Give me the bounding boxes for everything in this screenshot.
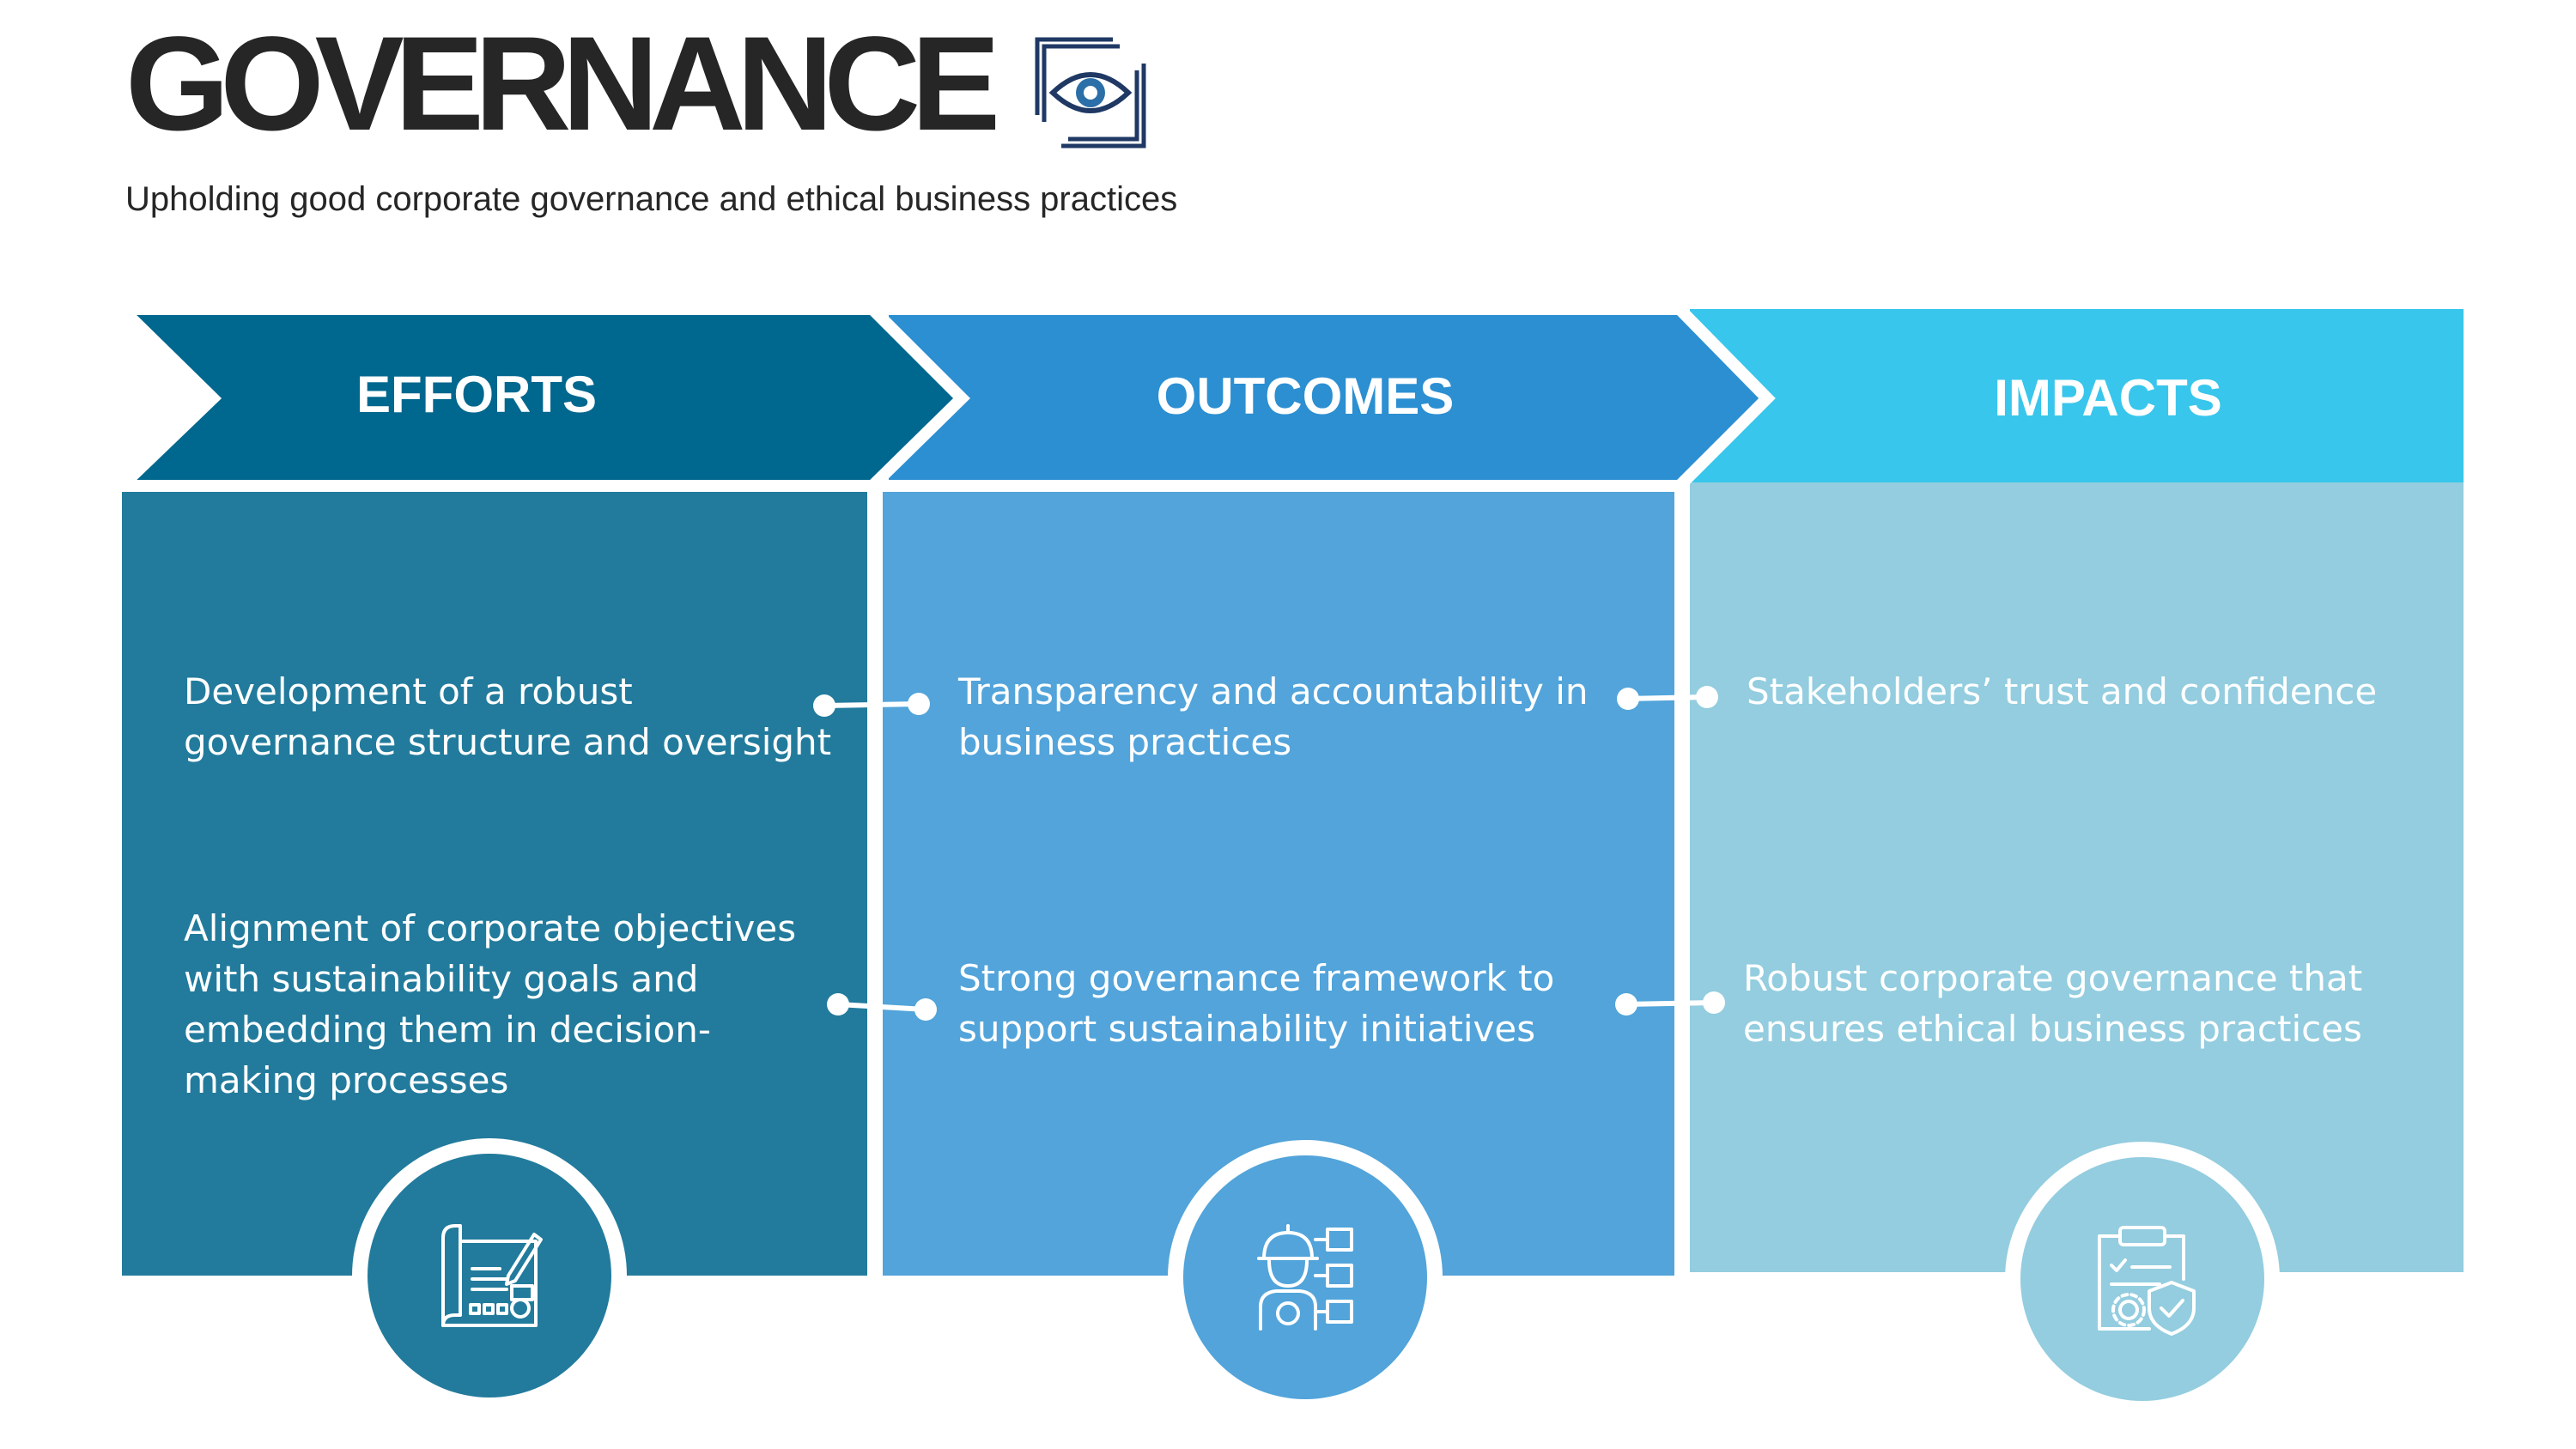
page-subtitle: Upholding good corporate governance and …: [125, 180, 1178, 218]
worker-tasks-icon: [1257, 1224, 1353, 1331]
impacts-icon-circle: [2020, 1157, 2264, 1401]
efforts-item-2: Alignment of corporate objectives with s…: [184, 907, 797, 1101]
connector-efforts-outcomes-2: [827, 993, 937, 1021]
outcomes-icon-circle: [1183, 1155, 1427, 1399]
connector-efforts-outcomes-1: [813, 693, 930, 717]
efforts-icon-circle: [368, 1154, 611, 1397]
outcomes-item-1: Transparency and accountability in busin…: [958, 670, 1589, 763]
impacts-panel: [1690, 482, 2464, 1272]
heading-impacts: IMPACTS: [1994, 369, 2222, 427]
impacts-item-2: Robust corporate governance that ensures…: [1743, 957, 2363, 1050]
clipboard-shield-icon: [2098, 1226, 2196, 1336]
impacts-item-1: Stakeholders’ trust and confidence: [1747, 670, 2378, 712]
heading-outcomes: OUTCOMES: [1156, 367, 1455, 425]
page-title: GOVERNANCE: [125, 9, 1000, 159]
impacts-header-shape: [1690, 309, 2464, 482]
outcomes-item-2: Strong governance framework to support s…: [958, 957, 1555, 1050]
connector-outcomes-impacts-2: [1615, 991, 1725, 1016]
eye-icon: [1035, 37, 1146, 149]
heading-efforts: EFFORTS: [356, 366, 597, 423]
blueprint-icon: [441, 1224, 543, 1327]
connector-outcomes-impacts-1: [1617, 686, 1718, 710]
efforts-item-1: Development of a robust governance struc…: [184, 670, 832, 763]
